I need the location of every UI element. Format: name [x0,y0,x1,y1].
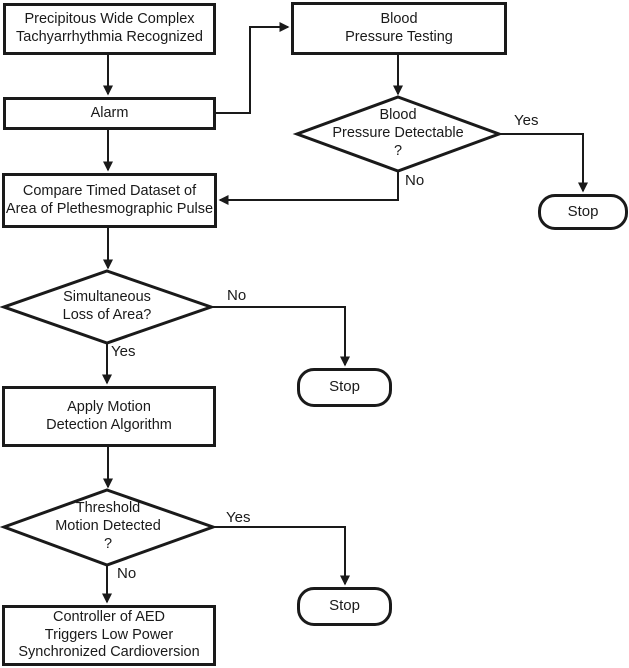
edge-loss-no-to-stop [211,306,350,367]
node-alarm: Alarm [3,97,216,130]
edge-label-loss-of-area-no: No [227,287,247,304]
decision-loss-of-area-shape [0,269,216,345]
decision-bp-detectable-shape [292,95,504,173]
decision-bp-detectable-label: Blood Pressure Detectable ? [332,107,464,159]
edge-label-bp-detectable-no: No [405,172,425,189]
edge-label-motion-detected-yes: Yes [226,509,251,526]
edge-alarm-to-bp-testing [216,22,290,114]
node-stop-mid: Stop [297,368,392,407]
edge-label-bp-detectable-yes: Yes [514,112,539,129]
edge-detectable-no-to-compare [218,171,399,205]
node-apply-motion: Apply Motion Detection Algorithm [2,386,216,447]
edge-detectable-yes-to-stop [499,133,588,193]
node-recognized: Precipitous Wide Complex Tachyarrhythmia… [3,3,216,55]
node-compare: Compare Timed Dataset of Area of Plethes… [2,173,217,228]
node-bp-testing: Blood Pressure Testing [291,2,507,55]
decision-loss-of-area-label: Simultaneous Loss of Area? [62,289,152,323]
decision-motion-detected-label: Threshold Motion Detected ? [55,500,161,552]
edge-label-motion-detected-no: No [117,565,137,582]
edge-label-loss-of-area-yes: Yes [111,343,136,360]
node-cardioversion: Controller of AED Triggers Low Power Syn… [2,605,216,666]
node-stop-top: Stop [538,194,628,230]
node-stop-bottom: Stop [297,587,392,626]
edge-motion-yes-to-stop [213,526,350,586]
decision-motion-detected-shape [0,488,218,567]
